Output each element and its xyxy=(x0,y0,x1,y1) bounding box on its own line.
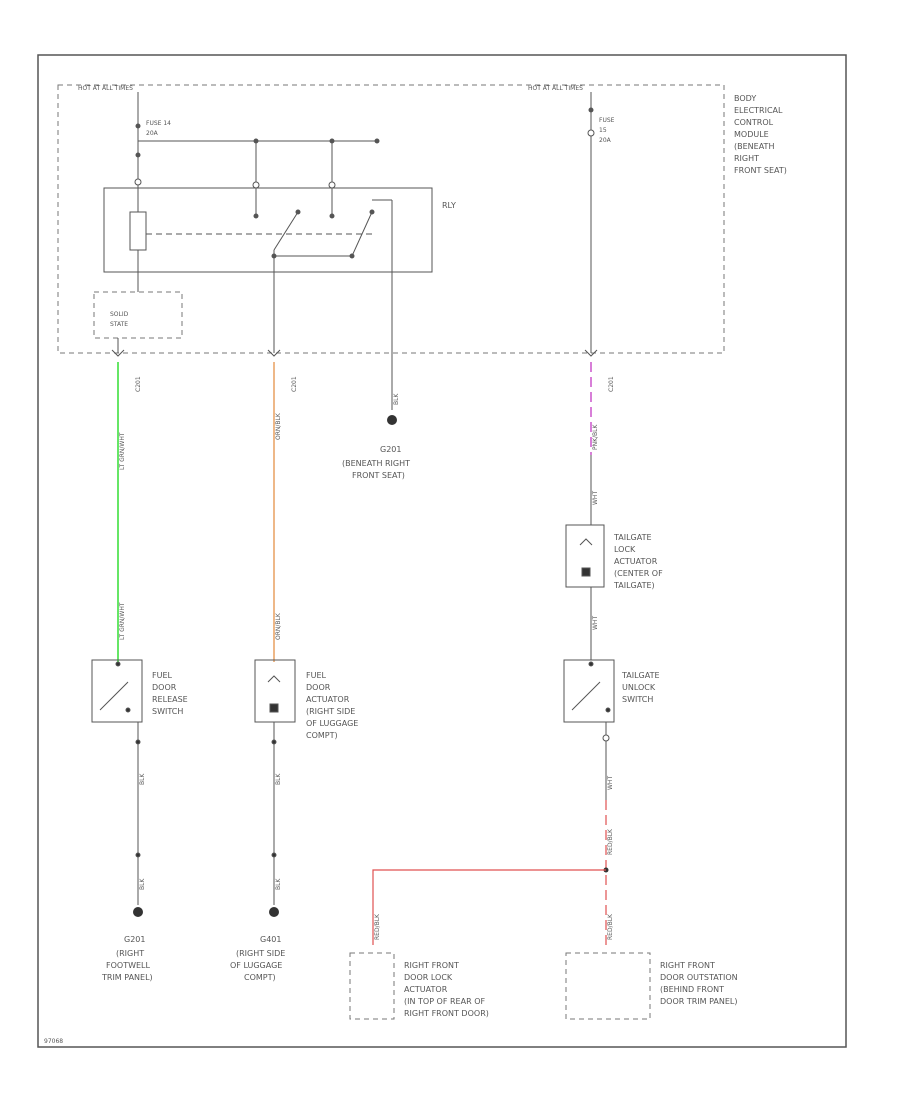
tailgate-lock-actuator-label: TAILGATE LOCK ACTUATOR (CENTER OF TAILGA… xyxy=(613,533,665,590)
right-front-door-lock-actuator-box xyxy=(349,952,395,1020)
hot-label-left: HOT AT ALL TIMES xyxy=(78,85,133,92)
wire-mid-ground xyxy=(271,722,277,905)
wire-label-left-blk-upper: BLK xyxy=(139,773,146,785)
ground-left-terminal xyxy=(133,907,143,917)
ground-left-code: G201 xyxy=(124,935,145,944)
fuse-14-label: FUSE 14 20A xyxy=(146,120,173,137)
right-front-door-outstation-box xyxy=(565,952,651,1020)
ground-mid-terminal xyxy=(269,907,279,917)
right-front-door-lock-actuator-label: RIGHT FRONT DOOR LOCK ACTUATOR (IN TOP O… xyxy=(404,961,489,1018)
right-front-door-outstation-label: RIGHT FRONT DOOR OUTSTATION (BEHIND FRON… xyxy=(660,961,740,1006)
tailgate-unlock-switch-box xyxy=(563,659,615,723)
figure-id: 97068 xyxy=(44,1038,63,1045)
fuse-14 xyxy=(134,92,142,188)
wire-label-mid-blk-upper: BLK xyxy=(275,773,282,785)
wire-tail-lower xyxy=(602,722,610,800)
outer-frame xyxy=(37,54,847,1048)
tailgate-lock-actuator-symbol xyxy=(579,538,593,577)
wire-label-orange-lower: ORN/BLK xyxy=(275,612,282,640)
ground-g201-center xyxy=(387,415,397,425)
ground-mid-code: G401 xyxy=(260,935,281,944)
solid-state-box xyxy=(93,291,183,339)
fuse-15-label: FUSE 15 20A xyxy=(599,117,616,144)
wire-label-mid-blk-lower: BLK xyxy=(275,878,282,890)
fuel-door-release-switch-label: FUEL DOOR RELEASE SWITCH xyxy=(152,671,190,716)
connector-code-2: C201 xyxy=(291,376,298,392)
connector-code-3: C201 xyxy=(608,376,615,392)
fuel-door-actuator-symbol xyxy=(267,675,281,713)
fuel-door-actuator-box xyxy=(254,659,296,723)
wire-label-tail-upper: WHT xyxy=(592,491,599,505)
wire-label-red-drop: RED/BLK xyxy=(607,828,614,855)
relay-internals xyxy=(129,188,393,410)
wire-left-ground xyxy=(135,722,141,905)
wire-label-orange-upper: ORN/BLK xyxy=(275,412,282,440)
module-boundary xyxy=(57,84,725,354)
ground-center-code: G201 xyxy=(380,445,401,454)
fuel-door-actuator-label: FUEL DOOR ACTUATOR (RIGHT SIDE OF LUGGAG… xyxy=(306,671,361,740)
tailgate-lock-actuator-box xyxy=(565,524,605,588)
connector-code-1: C201 xyxy=(135,376,142,392)
ground-center-label: (BENEATH RIGHT FRONT SEAT) xyxy=(342,459,413,480)
connector-markers xyxy=(111,349,598,357)
wire-label-red-left-drop: RED/BLK xyxy=(374,913,381,940)
ground-left-label: (RIGHT FOOTWELL TRIM PANEL) xyxy=(101,949,153,982)
fuel-door-release-switch-symbol xyxy=(99,661,131,713)
fuse-15 xyxy=(587,92,595,353)
wire-label-left-blk-lower: BLK xyxy=(139,878,146,890)
solid-state-label: SOLID STATE xyxy=(110,311,130,328)
relay-label: RLY xyxy=(442,201,456,210)
wire-label-pink: PNK/BLK xyxy=(592,423,599,450)
wire-label-ground: BLK xyxy=(393,393,400,405)
wire-label-tail-mid: WHT xyxy=(592,616,599,630)
wire-label-red-right-drop: RED/BLK xyxy=(607,913,614,940)
module-label: BODY ELECTRICAL CONTROL MODULE (BENEATH … xyxy=(734,94,787,175)
ground-mid-label: (RIGHT SIDE OF LUGGAGE COMPT) xyxy=(230,949,288,982)
wire-label-green-lower: LT GRN/WHT xyxy=(119,602,126,640)
tailgate-unlock-switch-label: TAILGATE UNLOCK SWITCH xyxy=(621,671,662,704)
relay-box xyxy=(103,187,433,273)
wire-red-branch xyxy=(372,869,606,945)
wire-label-tail-lower: WHT xyxy=(607,776,614,790)
tailgate-unlock-switch-symbol xyxy=(571,661,611,713)
hot-label-right: HOT AT ALL TIMES xyxy=(528,85,583,92)
fuel-door-release-switch-box xyxy=(91,659,143,723)
fuse-bus xyxy=(138,138,380,189)
wire-label-green-upper: LT GRN/WHT xyxy=(119,432,126,470)
